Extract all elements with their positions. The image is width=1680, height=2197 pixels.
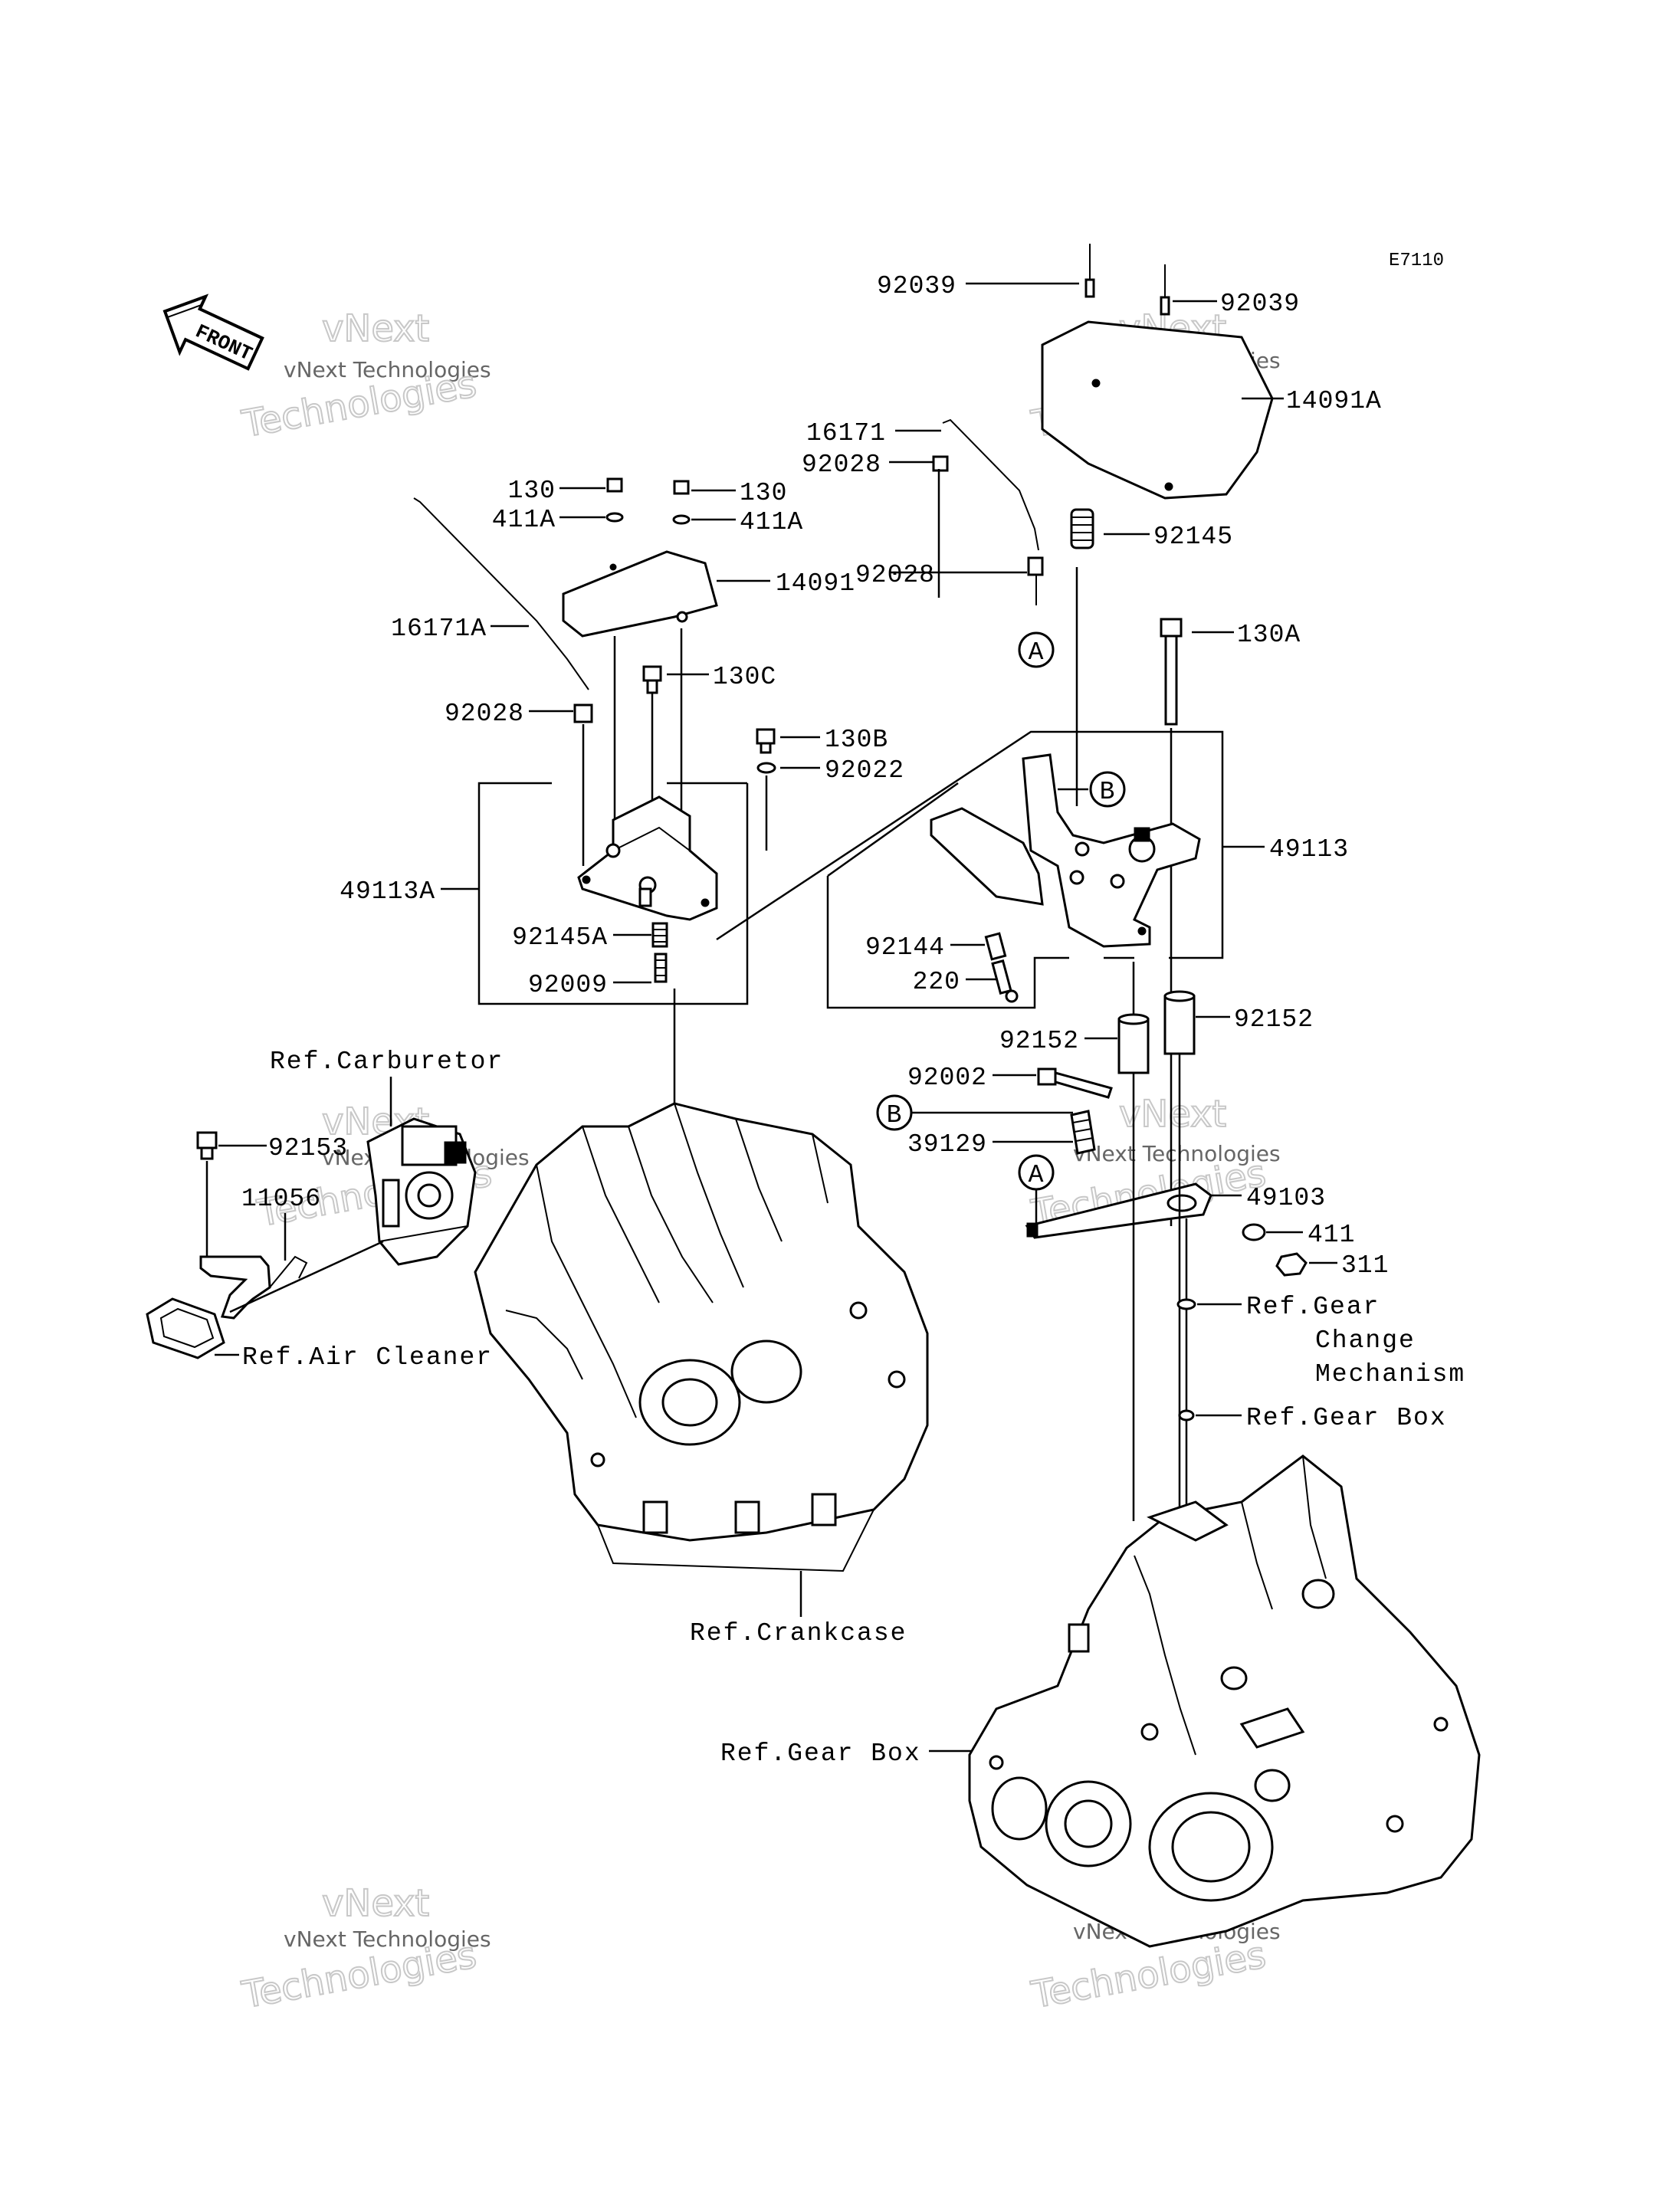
ref-gear-box-large: Ref.Gear Box: [720, 1740, 921, 1768]
washer-92022: [756, 762, 776, 774]
cover-14091: [562, 477, 718, 638]
ref-air-cleaner: Ref.Air Cleaner: [242, 1343, 493, 1372]
label-220: 220: [913, 968, 960, 996]
label-130B: 130B: [825, 726, 888, 754]
spring-39129: [1070, 1110, 1096, 1155]
shaft-washer-upper: [1176, 1298, 1196, 1310]
bracket-49113A: [577, 795, 718, 921]
callout-a-top: [1018, 631, 1055, 668]
label-92028-left: 92028: [445, 700, 524, 728]
collar-92152-left: [1117, 1013, 1150, 1074]
svg-text:vNext: vNext: [322, 1882, 429, 1925]
svg-text:vNext: vNext: [1119, 1093, 1226, 1136]
label-411: 411: [1308, 1221, 1355, 1249]
crankcase: [474, 1102, 929, 1572]
gear-box: [968, 1454, 1481, 1948]
label-130C: 130C: [713, 663, 776, 691]
nut-311: [1275, 1252, 1308, 1277]
svg-text:B: B: [887, 1101, 903, 1130]
label-49113A: 49113A: [340, 877, 435, 906]
cover-14091A: [1041, 244, 1274, 500]
ref-gear-change-line1: Ref.Gear: [1246, 1293, 1380, 1321]
label-92039-left: 92039: [877, 272, 956, 300]
washer-411: [1242, 1223, 1266, 1241]
collar-92152-right: [1163, 990, 1196, 1055]
bolt-220: [991, 959, 1019, 1003]
label-130-right: 130: [740, 479, 787, 507]
bolt-130B: [756, 728, 776, 754]
gasket-air-cleaner: [146, 1297, 225, 1359]
bolt-92002: [1037, 1067, 1113, 1099]
bolt-130C: [642, 665, 662, 694]
label-92144: 92144: [865, 933, 945, 962]
ref-carburetor: Ref.Carburetor: [270, 1048, 504, 1076]
label-92022: 92022: [825, 756, 904, 785]
label-92153: 92153: [268, 1134, 348, 1162]
label-92002: 92002: [907, 1064, 987, 1092]
label-411A-left: 411A: [492, 506, 556, 534]
label-14091A: 14091A: [1286, 387, 1382, 415]
callout-b-lower: [876, 1094, 913, 1131]
rod-16171: [932, 418, 1044, 605]
callout-b-upper: [1089, 771, 1126, 808]
spring-92145A: [651, 922, 668, 948]
label-11056: 11056: [241, 1185, 321, 1213]
label-92009: 92009: [528, 971, 608, 999]
bolt-130A: [1160, 618, 1183, 726]
shaft-washer-lower: [1178, 1409, 1195, 1421]
label-92145: 92145: [1153, 523, 1233, 551]
svg-text:vNext Technologies: vNext Technologies: [284, 1926, 491, 1952]
clip-92028-left: [573, 703, 593, 723]
label-16171A: 16171A: [391, 615, 487, 643]
svg-text:B: B: [1100, 778, 1116, 806]
label-92028-top: 92028: [802, 451, 881, 479]
bolt-92153: [196, 1131, 218, 1160]
ref-gear-change-line2: Change: [1315, 1326, 1416, 1355]
label-92145A: 92145A: [512, 923, 608, 952]
ref-crankcase: Ref.Crankcase: [690, 1619, 907, 1648]
label-130-left: 130: [508, 477, 556, 505]
label-92039-right: 92039: [1220, 290, 1300, 318]
label-411A-right: 411A: [740, 508, 803, 536]
rod-16171A: [413, 497, 589, 690]
bracket-49113: [930, 753, 1201, 948]
label-16171: 16171: [806, 419, 886, 448]
svg-text:vNext Technologies: vNext Technologies: [1073, 1141, 1281, 1166]
bolt-92009: [654, 953, 668, 983]
diagram-code: E7110: [1389, 251, 1444, 271]
label-39129: 39129: [907, 1130, 987, 1159]
label-130A: 130A: [1237, 621, 1301, 649]
svg-text:A: A: [1029, 1161, 1045, 1189]
label-49103: 49103: [1246, 1184, 1326, 1212]
carburetor: [366, 1117, 477, 1266]
ref-gear-box-small: Ref.Gear Box: [1246, 1404, 1447, 1432]
ref-gear-change-line3: Mechanism: [1315, 1360, 1465, 1389]
label-311: 311: [1341, 1251, 1389, 1280]
front-arrow-icon: FRONT: [162, 293, 264, 371]
label-92152-right: 92152: [1234, 1005, 1314, 1034]
bracket-11056: [199, 1255, 308, 1320]
label-49113: 49113: [1269, 835, 1349, 864]
spring-92144: [984, 932, 1007, 961]
spring-92145: [1070, 508, 1094, 549]
svg-text:A: A: [1029, 638, 1045, 667]
lever-49103: [1025, 1182, 1212, 1239]
label-92152-left: 92152: [999, 1027, 1079, 1055]
watermark-text: vNext Technologies: [284, 357, 491, 382]
svg-text:vNext: vNext: [322, 307, 429, 350]
label-92028-mid: 92028: [855, 561, 935, 589]
label-14091: 14091: [776, 569, 855, 598]
